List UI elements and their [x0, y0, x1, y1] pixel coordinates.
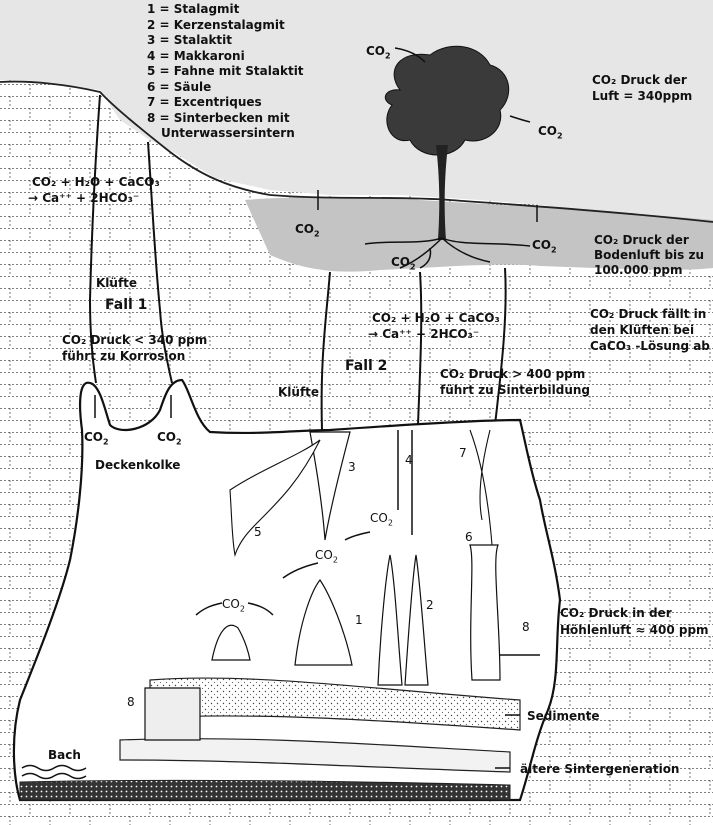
co2-label-drip-1: CO2: [315, 548, 338, 565]
pressure-drop-line3: CaCO₃ -Lösung ab: [590, 339, 710, 353]
fissure-left-a: [88, 94, 101, 384]
stream-water: [21, 764, 87, 780]
reaction-right-line2: → Ca⁺⁺ + 2HCO₃⁻: [368, 327, 480, 341]
co2-label-soil-right: CO2: [532, 238, 557, 255]
old-sinter-layer: [119, 738, 511, 773]
deckenkolke-label: Deckenkolke: [95, 458, 181, 472]
stalagmite-1: [294, 578, 353, 666]
legend-item: Unterwassersintern: [161, 126, 295, 140]
number-8-right: 8: [522, 620, 530, 634]
soil-pressure-line2: Bodenluft bis zu: [594, 248, 705, 262]
excentriques-7: [469, 429, 493, 546]
sediment-layer: [149, 677, 521, 731]
fall-1-text-line1: CO₂ Druck < 340 ppm: [62, 333, 208, 347]
co2-arrows: [94, 47, 538, 769]
column-6: [469, 544, 501, 681]
stalactite-3: [309, 431, 351, 541]
reaction-right-line1: CO₂ + H₂O + CaCO₃: [372, 311, 500, 325]
fall-2-text-line1: CO₂ Druck > 400 ppm: [440, 367, 586, 381]
number-7: 7: [459, 446, 467, 460]
soil-layer: [245, 197, 713, 272]
reaction-left-line2: → Ca⁺⁺ + 2HCO₃⁻: [28, 191, 140, 205]
reaction-left-line1: CO₂ + H₂O + CaCO₃: [32, 175, 160, 189]
number-4: 4: [405, 453, 413, 467]
bedrock-layer: [19, 779, 511, 801]
number-5: 5: [254, 525, 262, 539]
legend-item: 3 = Stalaktit: [147, 33, 233, 47]
legend-item: 7 = Excentriques: [147, 95, 262, 109]
ground-surface: [0, 80, 713, 223]
legend-item: 6 = Säule: [147, 79, 212, 94]
kluefte-left-label: Klüfte: [96, 276, 138, 290]
fissure-left-b: [147, 141, 173, 384]
number-2: 2: [426, 598, 434, 612]
kluefte-right-label: Klüfte: [278, 385, 320, 399]
legend-item: 5 = Fahne mit Stalaktit: [147, 64, 304, 78]
legend-item: 4 = Makkaroni: [147, 48, 245, 63]
air-pressure-line1: CO₂ Druck der: [592, 73, 687, 87]
bach-label: Bach: [48, 748, 81, 762]
drapery-5: [229, 439, 321, 558]
cave-air-pressure-line1: CO₂ Druck in der: [560, 606, 672, 620]
co2-label-air: CO2: [538, 124, 563, 141]
fall-1-text-line2: führt zu Korrosion: [62, 349, 186, 363]
soil-pressure-line1: CO₂ Druck der: [594, 233, 689, 247]
air-pressure-line2: Luft = 340ppm: [592, 89, 693, 103]
pressure-drop-line2: den Klüften bei: [590, 323, 695, 337]
number-3: 3: [348, 460, 356, 474]
co2-label-soil-left: CO2: [295, 222, 320, 239]
stalagmite-2a: [377, 554, 403, 686]
co2-label-drip-4: CO2: [370, 511, 393, 528]
tree-trunk: [436, 145, 448, 240]
number-8-left: 8: [127, 695, 135, 709]
legend-item: 8 = Sinterbecken mit: [147, 110, 290, 125]
stalagmite-left: [211, 624, 251, 661]
co2-label-drip-left: CO2: [222, 597, 245, 614]
number-6: 6: [465, 530, 473, 544]
sinter-generation-label: ältere Sintergeneration: [520, 762, 680, 776]
number-1: 1: [355, 613, 363, 627]
legend-item: 1 = Stalagmit: [147, 2, 240, 16]
cave-air-pressure-line2: Höhlenluft ≈ 400 ppm: [560, 623, 709, 637]
fall-2-label: Fall 2: [345, 358, 388, 374]
tree-roots: [364, 237, 531, 269]
fissure-right-b: [417, 271, 423, 426]
stalagmite-2b: [404, 554, 429, 686]
fall-1-label: Fall 1: [105, 297, 148, 313]
co2-label-kolk-left: CO2: [84, 430, 109, 447]
legend: 1 = Stalagmit 2 = Kerzenstalagmit 3 = St…: [147, 2, 304, 142]
fissure-right-c: [494, 267, 507, 426]
tree-crown: [384, 45, 510, 156]
co2-label-tree: CO2: [366, 44, 391, 61]
fissure-right-a: [320, 271, 331, 431]
fall-2-text-line2: führt zu Sinterbildung: [440, 383, 591, 397]
soil-pressure-line3: 100.000 ppm: [594, 263, 683, 277]
sedimente-label: Sedimente: [527, 709, 600, 723]
co2-label-roots: CO2: [391, 255, 416, 272]
pressure-drop-line1: CO₂ Druck fällt in: [590, 307, 707, 321]
legend-item: 2 = Kerzenstalagmit: [147, 17, 285, 32]
sky-area: [0, 0, 713, 220]
co2-label-kolk-right: CO2: [157, 430, 182, 447]
sinter-basin-8-left: [144, 687, 201, 741]
